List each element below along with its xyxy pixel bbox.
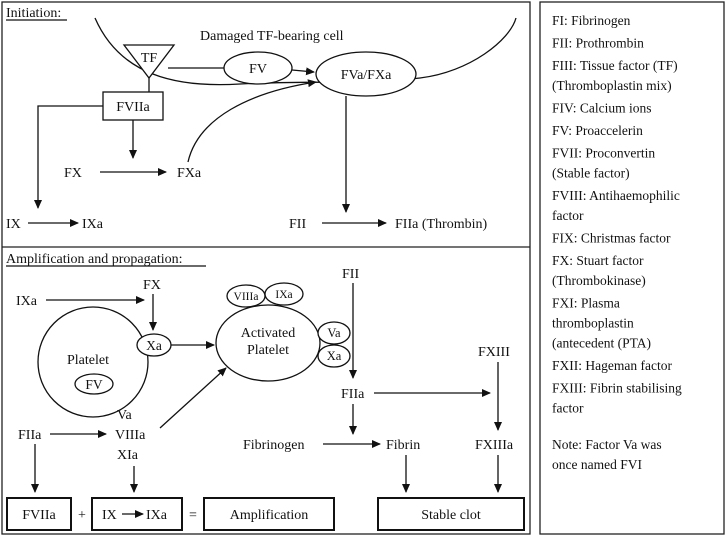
- fviia-result-label: FVIIa: [22, 508, 56, 523]
- platelet-fv-bead: [74, 373, 114, 395]
- damaged-cell-label: Damaged TF-bearing cell: [200, 29, 344, 44]
- activated-platelet-line2: Platelet: [247, 343, 289, 358]
- xa-bead: [317, 344, 351, 368]
- amp-fii-label: FII: [342, 267, 359, 282]
- legend-item-11-line-1: factor: [552, 401, 584, 416]
- fv-label: FV: [249, 62, 267, 77]
- ixa-bead-label: IXa: [275, 289, 292, 301]
- legend-note-line-0: Note: Factor Va was: [552, 437, 662, 452]
- viiia-bead-label: VIIIa: [234, 291, 259, 303]
- legend-item-5-line-1: (Stable factor): [552, 166, 630, 181]
- activated-platelet-ellipse: [215, 304, 321, 382]
- activated-platelet-line1: Activated: [241, 326, 295, 341]
- platelet-label: Platelet: [67, 353, 109, 368]
- stable-clot-label: Stable clot: [421, 508, 481, 523]
- cofactors-to-activated-arrow: [159, 367, 227, 429]
- legend-item-5-line-0: FVII: Proconvertin: [552, 146, 655, 161]
- fv-to-fva-arrow: [291, 67, 315, 76]
- legend-item-3-line-0: FIV: Calcium ions: [552, 101, 652, 116]
- legend-item-8-line-0: FX: Stuart factor: [552, 253, 644, 268]
- tf-label: TF: [141, 51, 158, 66]
- viiia-text: VIIIa: [115, 428, 146, 443]
- legend-note-line-1: once named FVI: [552, 457, 642, 472]
- legend-item-2-line-1: (Thromboplastin mix): [552, 78, 672, 93]
- diagram-frame: [1, 1, 531, 535]
- fx-label: FX: [64, 166, 82, 181]
- legend-item-9-line-0: FXI: Plasma: [552, 296, 620, 311]
- legend-item-9-line-2: (antecedent (PTA): [552, 336, 651, 351]
- fiia-thrombin-label: FIIa (Thrombin): [395, 217, 487, 232]
- amp-fx-label: FX: [143, 278, 161, 293]
- xia-text: XIa: [117, 448, 139, 463]
- fva-fxa-ellipse: [315, 51, 417, 97]
- platelet-xa-label: Xa: [146, 338, 162, 353]
- section-title-initiation: Initiation:: [6, 6, 61, 21]
- section-title-amplification: Amplification and propagation:: [6, 252, 183, 267]
- amp-ixa-label: IXa: [16, 294, 38, 309]
- fviia-label: FVIIa: [116, 100, 150, 115]
- stable-clot-box: [377, 497, 525, 531]
- va-text: Va: [117, 408, 133, 423]
- ix-label: IX: [6, 217, 21, 232]
- fva-fxa-label: FVa/FXa: [341, 68, 392, 83]
- amp-fiia-label: FIIa: [341, 387, 365, 402]
- amplification-result-label: Amplification: [230, 508, 309, 523]
- va-bead-label: Va: [327, 326, 341, 340]
- legend-frame: [539, 1, 725, 535]
- legend-item-1-line-0: FII: Prothrombin: [552, 36, 644, 51]
- legend-item-11-line-0: FXIII: Fibrin stabilising: [552, 381, 682, 396]
- va-bead: [317, 321, 351, 345]
- legend-item-0-line-0: FI: Fibrinogen: [552, 13, 631, 28]
- legend-item-6-line-1: factor: [552, 208, 584, 223]
- tissue-factor-triangle: [122, 44, 176, 80]
- fibrinogen-label: Fibrinogen: [243, 438, 304, 453]
- equals-sign: =: [189, 508, 197, 523]
- ixa-bead: [264, 282, 304, 306]
- amp-fiia-left-label: FIIa: [18, 428, 42, 443]
- legend-item-9-line-1: thromboplastin: [552, 316, 634, 331]
- legend-item-6-line-0: FVIII: Antihaemophilic: [552, 188, 680, 203]
- fviia-to-ix-arrow: [34, 105, 103, 209]
- legend-item-8-line-1: (Thrombokinase): [552, 273, 646, 288]
- fibrin-label: Fibrin: [386, 438, 420, 453]
- legend-item-4-line-0: FV: Proaccelerin: [552, 123, 643, 138]
- legend-item-7-line-0: FIX: Christmas factor: [552, 231, 671, 246]
- fxiii-label: FXIII: [478, 345, 510, 360]
- platelet-circle: [37, 306, 149, 418]
- amplification-result-box: [203, 497, 335, 531]
- xa-bead-label: Xa: [327, 349, 342, 363]
- ixa-label: IXa: [82, 217, 104, 232]
- box-ix-label: IX: [102, 508, 117, 523]
- fxiiia-label: FXIIIa: [475, 438, 514, 453]
- platelet-fv-label: FV: [85, 377, 103, 392]
- fii-label: FII: [289, 217, 306, 232]
- box-ixa-label: IXa: [146, 508, 168, 523]
- legend-item-2-line-0: FIII: Tissue factor (TF): [552, 58, 678, 73]
- plus-sign: +: [78, 508, 86, 523]
- fviia-result-box: [6, 497, 72, 531]
- fxa-label: FXa: [177, 166, 202, 181]
- fxa-to-fva-curve: [187, 79, 317, 163]
- legend-item-10-line-0: FXII: Hageman factor: [552, 358, 672, 373]
